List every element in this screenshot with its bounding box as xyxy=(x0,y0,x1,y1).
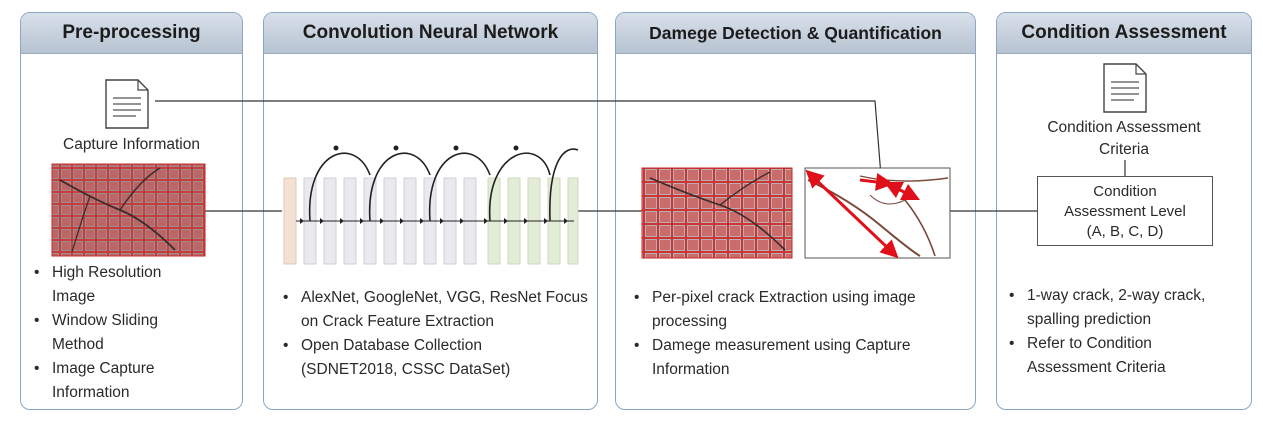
bullet-item: Refer to Condition Assessment Criteria xyxy=(1005,332,1227,380)
panel-title-damage: Damege Detection & Quantification xyxy=(616,13,975,54)
document-icon xyxy=(1103,63,1147,113)
level-line: Condition xyxy=(1093,183,1157,200)
panel-title-preprocessing: Pre-processing xyxy=(21,13,242,54)
condition-level-box: Condition Assessment Level (A, B, C, D) xyxy=(1037,176,1213,246)
crack-extraction-image xyxy=(804,167,951,259)
cnn-layers xyxy=(283,145,579,265)
bullet-item: Per-pixel crack Extraction using image p… xyxy=(630,286,930,334)
caption-line: Criteria xyxy=(1099,141,1149,158)
bullet-item: Open Database Collection (SDNET2018, CSS… xyxy=(279,334,571,382)
document-icon xyxy=(105,79,149,129)
cnn-bullets: AlexNet, GoogleNet, VGG, ResNet Focus on… xyxy=(279,286,595,382)
condition-bullets: 1-way crack, 2-way crack, spalling predi… xyxy=(1005,284,1245,380)
panel-title-cnn: Convolution Neural Network xyxy=(264,13,597,54)
capture-information-caption: Capture Information xyxy=(63,136,200,153)
crack-grid-image xyxy=(51,163,206,257)
bullet-item: Image Capture Information xyxy=(30,357,192,405)
bullet-item: Damege measurement using Capture Informa… xyxy=(630,334,932,382)
caption-line: Condition Assessment xyxy=(1047,119,1201,136)
bullet-item: Window Sliding Method xyxy=(30,309,192,357)
damage-bullets: Per-pixel crack Extraction using image p… xyxy=(630,286,930,382)
condition-criteria-caption: Condition Assessment Criteria xyxy=(996,117,1252,161)
preprocessing-bullets: High Resolution Image Window Sliding Met… xyxy=(30,261,230,405)
damage-grid-image xyxy=(641,167,793,259)
bullet-item: 1-way crack, 2-way crack, spalling predi… xyxy=(1005,284,1245,332)
panel-title-condition: Condition Assessment xyxy=(997,13,1251,54)
level-line: (A, B, C, D) xyxy=(1086,223,1164,240)
bullet-item: High Resolution Image xyxy=(30,261,202,309)
level-line: Assessment Level xyxy=(1064,203,1186,220)
bullet-item: AlexNet, GoogleNet, VGG, ResNet Focus on… xyxy=(279,286,595,334)
